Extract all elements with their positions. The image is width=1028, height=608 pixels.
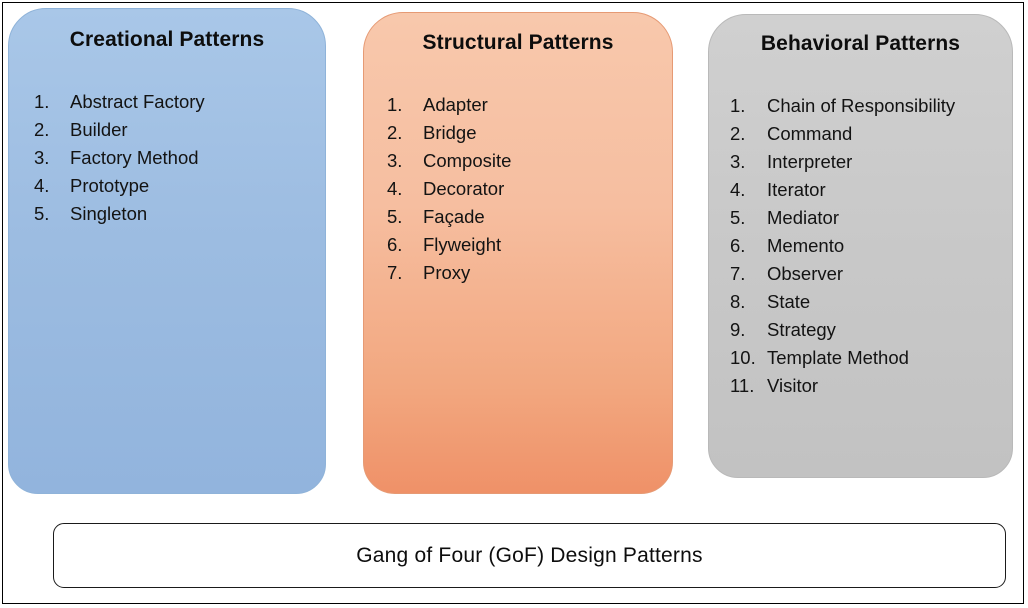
list-item: 7. Proxy (387, 259, 672, 287)
list-item-label: Bridge (423, 122, 477, 143)
list-item-number: 7. (387, 262, 403, 283)
list-item-number: 4. (387, 178, 403, 199)
list-item: 4. Prototype (34, 172, 325, 200)
list-item: 1. Abstract Factory (34, 88, 325, 116)
list-item-number: 2. (387, 122, 403, 143)
list-item-label: Flyweight (423, 234, 502, 255)
list-item-label: Singleton (70, 203, 148, 224)
list-item-number: 5. (387, 206, 403, 227)
list-item-number: 6. (387, 234, 403, 255)
list-item: 4. Decorator (387, 175, 672, 203)
card-creational-patterns: Creational Patterns 1. Abstract Factory 2.… (8, 8, 326, 494)
list-item-label: Mediator (767, 207, 839, 228)
footer-label: Gang of Four (GoF) Design Patterns (356, 543, 703, 567)
list-item-number: 1. (387, 94, 403, 115)
list-item: 3. Interpreter (730, 148, 1012, 176)
list-item-number: 6. (730, 235, 746, 256)
card-title-creational: Creational Patterns (69, 28, 265, 51)
list-item-number: 3. (34, 147, 50, 168)
list-item-number: 1. (730, 95, 746, 116)
list-item-label: State (767, 291, 811, 312)
list-item-label: Prototype (70, 175, 150, 196)
list-item-label: Factory Method (70, 147, 199, 168)
list-item: 11. Visitor (730, 372, 1012, 400)
card-title-structural: Structural Patterns (422, 31, 614, 54)
list-item-label: Proxy (423, 262, 471, 283)
list-item: 2. Builder (34, 116, 325, 144)
list-item-label: Strategy (767, 319, 836, 340)
footer-banner: Gang of Four (GoF) Design Patterns (53, 523, 1006, 588)
list-item: 2. Command (730, 120, 1012, 148)
list-item-label: Command (767, 123, 853, 144)
list-item: 9. Strategy (730, 316, 1012, 344)
list-item-label: Decorator (423, 178, 505, 199)
list-item: 4. Iterator (730, 176, 1012, 204)
list-item-label: Builder (70, 119, 128, 140)
list-item-number: 8. (730, 291, 746, 312)
list-item-number: 2. (34, 119, 50, 140)
list-item: 1. Adapter (387, 91, 672, 119)
list-item-label: Observer (767, 263, 844, 284)
list-item-label: Façade (423, 206, 485, 227)
card-structural-patterns: Structural Patterns 1. Adapter 2. Bridge 3. C… (363, 12, 673, 494)
list-item: 3. Factory Method (34, 144, 325, 172)
pattern-list-behavioral: 1. Chain of Responsibility 2. Command 3. Inte… (709, 92, 1012, 400)
list-item: 5. Façade (387, 203, 672, 231)
list-item: 6. Memento (730, 232, 1012, 260)
list-item-number: 4. (34, 175, 50, 196)
list-item: 6. Flyweight (387, 231, 672, 259)
pattern-list-structural: 1. Adapter 2. Bridge 3. Composite 4. Decorator 5… (364, 91, 672, 287)
pattern-list-creational: 1. Abstract Factory 2. Builder 3. Factory Met… (9, 88, 325, 228)
list-item-number: 11. (730, 375, 755, 396)
list-item-number: 1. (34, 91, 50, 112)
list-item-label: Abstract Factory (70, 91, 205, 112)
list-item: 2. Bridge (387, 119, 672, 147)
list-item: 7. Observer (730, 260, 1012, 288)
list-item-number: 10. (730, 347, 756, 368)
list-item-label: Visitor (767, 375, 819, 396)
list-item-number: 7. (730, 263, 746, 284)
list-item-number: 3. (387, 150, 403, 171)
list-item: 5. Singleton (34, 200, 325, 228)
list-item: 1. Chain of Responsibility (730, 92, 1012, 120)
list-item-number: 5. (34, 203, 50, 224)
list-item-number: 5. (730, 207, 746, 228)
list-item: 10. Template Method (730, 344, 1012, 372)
list-item: 5. Mediator (730, 204, 1012, 232)
list-item-label: Interpreter (767, 151, 853, 172)
list-item-number: 2. (730, 123, 746, 144)
list-item-number: 3. (730, 151, 746, 172)
list-item-label: Memento (767, 235, 845, 256)
card-title-behavioral: Behavioral Patterns (760, 32, 961, 55)
list-item-number: 9. (730, 319, 746, 340)
list-item-label: Template Method (767, 347, 909, 368)
list-item-label: Adapter (423, 94, 488, 115)
list-item: 3. Composite (387, 147, 672, 175)
list-item-label: Composite (423, 150, 512, 171)
list-item-number: 4. (730, 179, 746, 200)
list-item-label: Iterator (767, 179, 826, 200)
card-behavioral-patterns: Behavioral Patterns 1. Chain of Responsib… (708, 14, 1013, 478)
list-item-label: Chain of Responsibility (767, 95, 956, 116)
list-item: 8. State (730, 288, 1012, 316)
